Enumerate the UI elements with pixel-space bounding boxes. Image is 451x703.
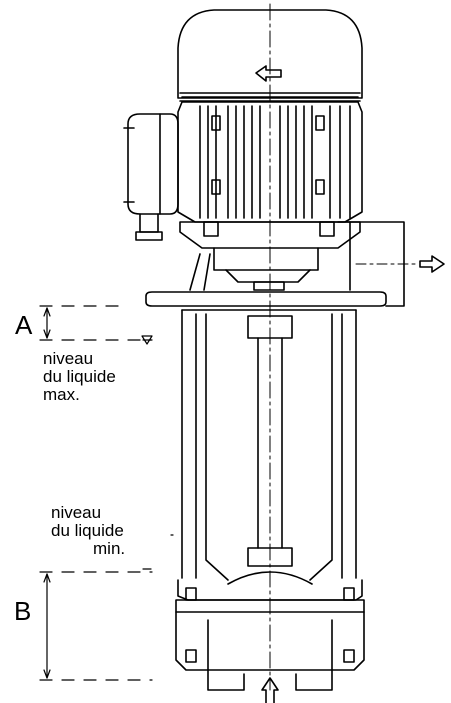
- min-level-line1: niveau: [51, 503, 102, 522]
- min-level-label: niveau du liquide min.: [51, 503, 125, 558]
- max-level-line1: niveau: [43, 349, 94, 368]
- max-level-line2: du liquide: [43, 366, 116, 386]
- min-level-line3: min.: [93, 538, 126, 558]
- dimension-a: [39, 305, 153, 345]
- dimension-b: [39, 534, 174, 681]
- min-level-line2: du liquide: [51, 520, 124, 540]
- mounting-plate: [145, 291, 387, 307]
- dimension-b-label: B: [14, 596, 32, 626]
- pump-column: [181, 309, 357, 581]
- terminal-box: [123, 113, 179, 241]
- pump-housing: [175, 571, 365, 691]
- inlet-arrow-icon: [261, 677, 279, 703]
- max-level-line3: max.: [43, 384, 80, 404]
- max-level-label: niveau du liquide max.: [43, 350, 116, 404]
- rotation-arrow-icon: [255, 65, 282, 82]
- outlet-arrow-icon: [419, 255, 445, 273]
- dimension-a-label: A: [15, 310, 33, 340]
